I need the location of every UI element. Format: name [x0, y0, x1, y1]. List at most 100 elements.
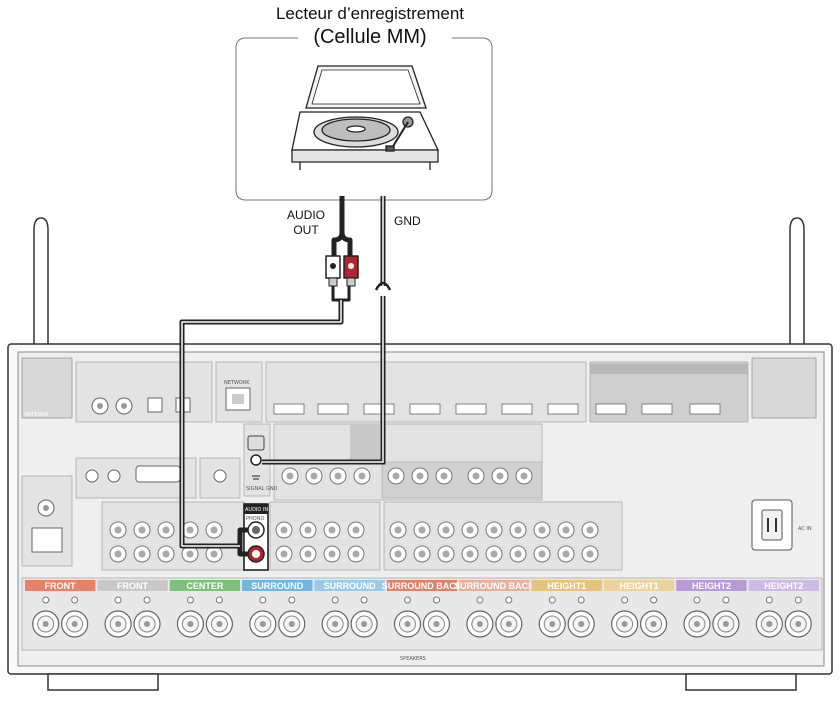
gnd-cable [262, 196, 392, 465]
polarity-mark [331, 596, 339, 604]
rca-jack-center [562, 550, 570, 558]
speaker-terminal-group[interactable]: SURROUND [314, 580, 385, 638]
polarity-mark [794, 596, 802, 604]
speaker-post-hole [187, 621, 194, 627]
polarity-mark [114, 596, 122, 604]
speaker-post-hole [476, 621, 483, 627]
speaker-post-hole [71, 621, 78, 627]
rca-jack-center [472, 472, 480, 480]
polarity-mark [42, 596, 50, 604]
rca-jack-center [520, 472, 528, 480]
speaker-post-hole [404, 621, 411, 627]
speaker-post-hole [144, 621, 151, 627]
phono-header-label: AUDIO IN [245, 507, 268, 513]
phono-input-jack[interactable] [243, 503, 269, 571]
rca-jack-center [304, 526, 312, 534]
rca-jack-center [418, 526, 426, 534]
speaker-header [169, 580, 241, 591]
speaker-terminal-group[interactable]: CENTER [169, 580, 241, 638]
polarity-mark [143, 596, 151, 604]
receiver-rear-panel [7, 343, 833, 691]
speaker-terminal-group[interactable]: SURROUND [242, 580, 313, 638]
speaker-header [97, 580, 168, 591]
speaker-post-hole [693, 621, 700, 627]
rca-jack-center [490, 526, 498, 534]
rca-jack-center [358, 472, 366, 480]
gnd-label: GND [394, 214, 421, 228]
audio-out-line1: AUDIO [286, 208, 325, 222]
phono-label: PHONO [246, 516, 264, 522]
polarity-mark [259, 596, 267, 604]
polarity-mark [621, 596, 629, 604]
audio-out-label: AUDIO OUT [276, 208, 336, 238]
rca-jack-center [538, 526, 546, 534]
rca-jack-center [304, 550, 312, 558]
rca-jack-center [328, 550, 336, 558]
network-label: NETWORK [224, 380, 250, 386]
rca-jack-center [286, 472, 294, 480]
polarity-mark [404, 596, 412, 604]
speaker-terminal-group[interactable]: FRONT [97, 580, 168, 638]
speaker-terminal-group[interactable]: SURROUND BACK [382, 580, 463, 638]
ac-in-label: AC IN [798, 526, 812, 532]
speaker-terminal-group[interactable]: SURROUND BACK [454, 580, 535, 638]
polarity-mark [288, 596, 296, 604]
rca-jack-center [466, 550, 474, 558]
turntable-frame [235, 37, 493, 201]
speaker-terminal-group[interactable]: HEIGHT2 [748, 580, 819, 638]
polarity-mark [71, 596, 79, 604]
polarity-mark [722, 596, 730, 604]
speaker-label: SURROUND BACK [382, 581, 463, 591]
speaker-terminal-group[interactable]: HEIGHT2 [676, 580, 747, 638]
signal-gnd-terminal[interactable] [243, 423, 271, 497]
speaker-label: FRONT [45, 581, 76, 591]
speaker-label: SURROUND BACK [454, 581, 535, 591]
signal-gnd-label: SIGNAL GND [246, 486, 278, 492]
polarity-mark [765, 596, 773, 604]
rca-jack-center [186, 526, 194, 534]
rca-jack-center [586, 526, 594, 534]
rca-jack-center [466, 526, 474, 534]
speaker-post-hole [42, 621, 49, 627]
rca-jack-center [328, 526, 336, 534]
polarity-mark [476, 596, 484, 604]
speaker-terminal-group[interactable]: HEIGHT1 [531, 580, 602, 638]
audio-cable [179, 196, 359, 557]
speaker-post-hole [332, 621, 339, 627]
speakers-label: SPEAKERS [400, 656, 426, 662]
polarity-mark [693, 596, 701, 604]
speaker-post-hole [795, 621, 802, 627]
speaker-header [748, 580, 819, 591]
speaker-post-hole [766, 621, 773, 627]
speaker-label: CENTER [186, 581, 224, 591]
polarity-mark [505, 596, 513, 604]
rca-jack-center [114, 526, 122, 534]
speaker-post-hole [288, 621, 295, 627]
rca-jack-center [442, 526, 450, 534]
rca-jack-center [114, 550, 122, 558]
antenna-label-left: ANTENNA [24, 412, 49, 418]
rca-jack-center [514, 550, 522, 558]
speaker-label: HEIGHT1 [547, 581, 586, 591]
rca-jack-center [138, 526, 146, 534]
speaker-header [676, 580, 747, 591]
polarity-mark [186, 596, 194, 604]
speaker-terminal-group[interactable]: FRONT [25, 580, 96, 638]
speaker-header [242, 580, 313, 591]
rca-jack-center [334, 472, 342, 480]
rca-jack-center [280, 550, 288, 558]
speaker-header [603, 580, 675, 591]
speaker-terminal-group[interactable]: HEIGHT1 [603, 580, 675, 638]
rca-jack-center [418, 550, 426, 558]
rca-jack-center [162, 550, 170, 558]
speaker-label: HEIGHT2 [692, 581, 731, 591]
rca-jack-center [138, 550, 146, 558]
rca-jack-center [416, 472, 424, 480]
polarity-mark [548, 596, 556, 604]
speaker-header [25, 580, 96, 591]
rca-jack-center [496, 472, 504, 480]
polarity-mark [577, 596, 585, 604]
rca-jack-center [440, 472, 448, 480]
